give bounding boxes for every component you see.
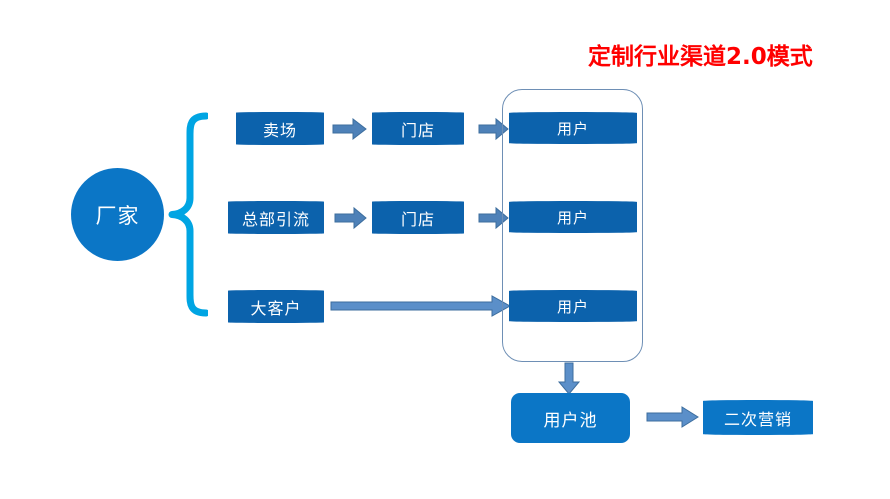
node-shop-2[interactable]: 门店 bbox=[372, 201, 464, 234]
arrow-pool-to-remarketing-icon bbox=[646, 406, 700, 428]
node-shop-2-label: 门店 bbox=[400, 209, 435, 229]
node-user-1-label: 用户 bbox=[556, 119, 589, 138]
node-manufacturer-label: 厂家 bbox=[95, 203, 140, 228]
node-user-3[interactable]: 用户 bbox=[509, 290, 637, 322]
left-curly-brace-icon bbox=[168, 112, 210, 317]
node-user-1[interactable]: 用户 bbox=[509, 112, 637, 144]
node-remarketing-label: 二次营销 bbox=[723, 409, 792, 429]
node-channel-market-label: 卖场 bbox=[262, 120, 297, 140]
node-channel-market[interactable]: 卖场 bbox=[236, 112, 324, 145]
node-shop-1-label: 门店 bbox=[400, 120, 435, 140]
node-user-pool[interactable]: 用户池 bbox=[511, 393, 630, 443]
node-user-pool-label: 用户池 bbox=[543, 410, 598, 431]
node-channel-key-account[interactable]: 大客户 bbox=[228, 290, 324, 323]
node-manufacturer[interactable]: 厂家 bbox=[71, 168, 164, 261]
arrow-market-to-shop-icon bbox=[332, 117, 368, 141]
node-user-2[interactable]: 用户 bbox=[509, 201, 637, 233]
user-group-container bbox=[502, 89, 643, 362]
node-shop-1[interactable]: 门店 bbox=[372, 112, 464, 145]
arrow-users-to-pool-icon bbox=[556, 362, 582, 396]
node-remarketing[interactable]: 二次营销 bbox=[703, 400, 813, 435]
node-user-2-label: 用户 bbox=[556, 208, 589, 227]
node-channel-hq-traffic[interactable]: 总部引流 bbox=[228, 201, 324, 234]
node-channel-hq-traffic-label: 总部引流 bbox=[241, 209, 310, 229]
node-user-3-label: 用户 bbox=[556, 297, 589, 316]
arrow-hq-to-shop-icon bbox=[334, 206, 368, 230]
node-channel-key-account-label: 大客户 bbox=[250, 298, 302, 318]
arrow-key-account-to-user3-icon bbox=[330, 294, 512, 318]
page-title: 定制行业渠道2.0模式 bbox=[588, 44, 813, 70]
